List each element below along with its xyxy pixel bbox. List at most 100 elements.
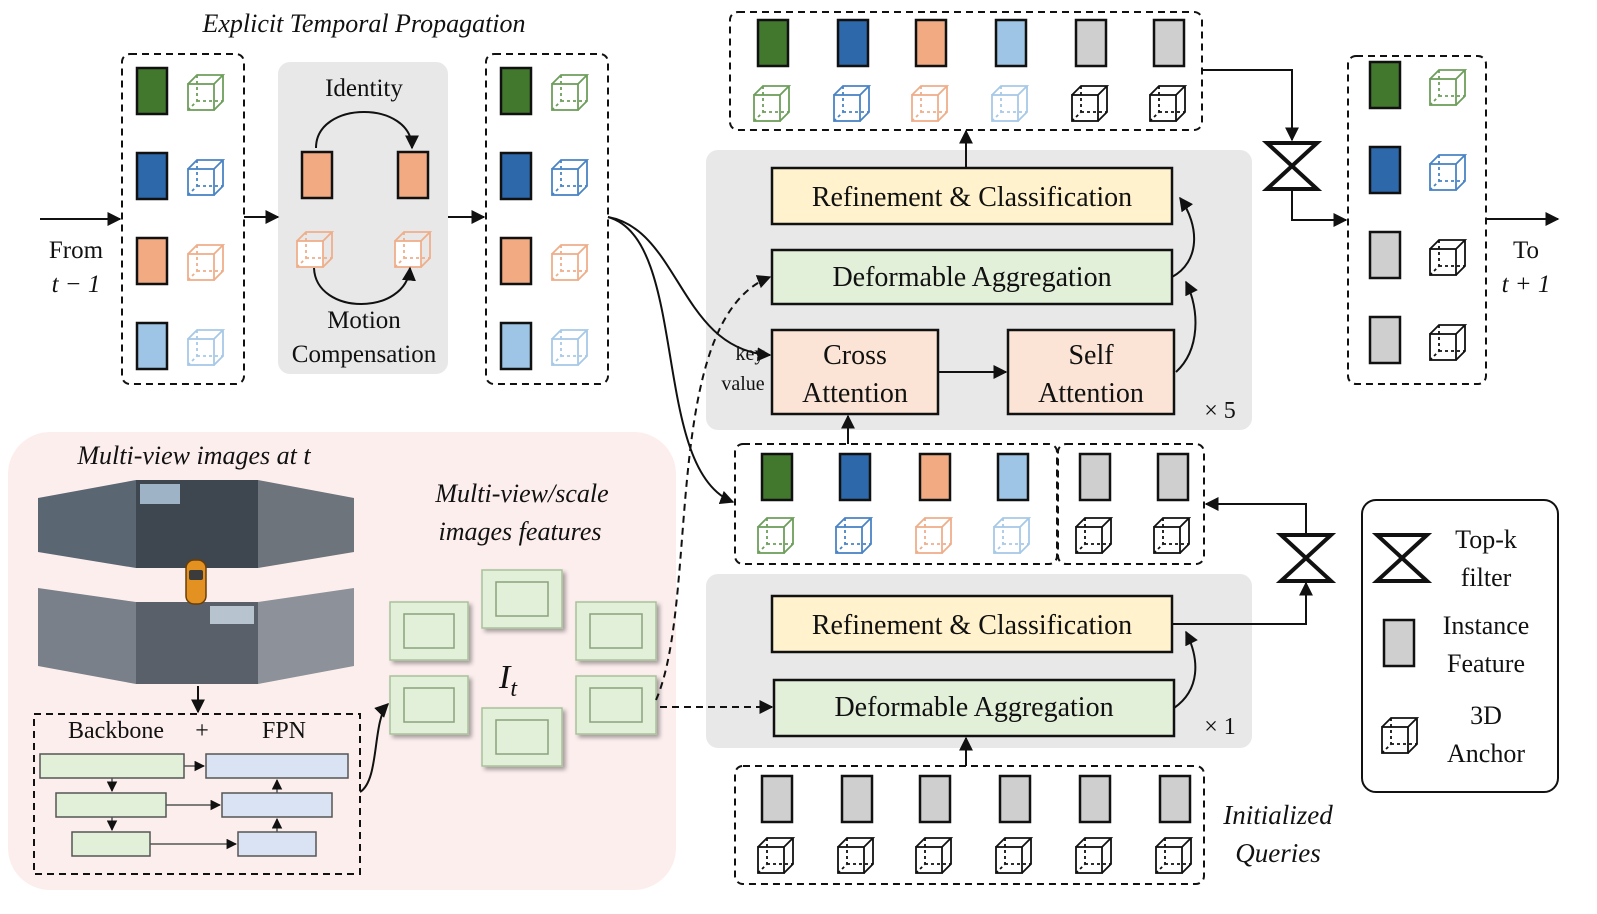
- mid-anchor-4: [1075, 517, 1114, 554]
- deform-block-bottom: [772, 678, 1176, 738]
- feature-map-left-bottom: [389, 675, 469, 735]
- anchor-blue-col0: [187, 159, 226, 196]
- feature-map-right-top: [575, 601, 657, 661]
- refine-label-top: Refinement & Classification: [812, 182, 1132, 213]
- backbone-layer-3: [71, 831, 151, 857]
- feature-map-bottom: [481, 707, 563, 767]
- arrow-deform-to-refine: [1171, 196, 1196, 278]
- instances-temporal-mid-box: [734, 443, 1058, 565]
- query-feature-2: [918, 774, 952, 824]
- output-anchor-1: [833, 85, 872, 122]
- camera-front-right: [258, 480, 354, 568]
- car-windshield-icon: [189, 570, 203, 580]
- x1-label: × 1: [1204, 714, 1236, 740]
- output-feature-3: [994, 18, 1028, 68]
- backbone-fpn-box: [33, 713, 361, 875]
- arrow-prop-to-mid: [607, 216, 735, 504]
- backbone-fpn-blocks: [39, 753, 349, 857]
- topk-filter-icon-bottom: [1275, 533, 1337, 583]
- feature-layer: [135, 18, 1416, 824]
- instance-feature-green-col1: [499, 66, 533, 116]
- instance-feature-orange-col0: [135, 236, 169, 286]
- feature-map-top: [481, 569, 563, 629]
- plus-label: +: [195, 718, 209, 744]
- query-feature-4: [1078, 774, 1112, 824]
- cross-attention-block: [770, 328, 940, 416]
- query-anchor-1: [837, 837, 876, 874]
- motion-arrow: [313, 266, 416, 305]
- next-anchor-0: [1429, 69, 1468, 106]
- fpn-label: FPN: [262, 718, 306, 744]
- mid-feature-3: [996, 452, 1030, 502]
- output-feature-1: [836, 18, 870, 68]
- query-anchor-3: [995, 837, 1034, 874]
- value-label: value: [721, 373, 764, 395]
- next-feature-2: [1368, 230, 1402, 280]
- anchor-orange-col0: [187, 244, 226, 281]
- topk-filter-bottom-path: [1172, 581, 1313, 625]
- deform-label-bottom: Deformable Aggregation: [834, 692, 1113, 723]
- anchor-orange-col1: [551, 244, 590, 281]
- mid-feature-2: [918, 452, 952, 502]
- from-label-line1: From: [49, 237, 104, 264]
- legend-instance-line1: Instance: [1443, 611, 1530, 640]
- instances-propagated-box: [485, 53, 609, 385]
- anchor-motion-a: [296, 231, 335, 268]
- anchor-blue-col1: [551, 159, 590, 196]
- next-anchor-2: [1429, 239, 1468, 276]
- mid-feature-0: [760, 452, 794, 502]
- query-feature-5: [1158, 774, 1192, 824]
- output-anchor-0: [753, 85, 792, 122]
- refine-block-top: [770, 166, 1174, 226]
- mid-anchor-1: [835, 517, 874, 554]
- self-attention-block: [1006, 328, 1176, 416]
- mid-anchor-0: [757, 517, 796, 554]
- camera-images: [38, 480, 354, 684]
- topk-filter-bottom-out: [1204, 497, 1307, 536]
- instance-feature-blue-col0: [135, 151, 169, 201]
- next-feature-0: [1368, 60, 1402, 110]
- sky-strip-left: [140, 484, 180, 504]
- feature-maps: [389, 569, 657, 767]
- mid-anchor-2: [915, 517, 954, 554]
- query-feature-0: [760, 774, 794, 824]
- output-feature-0: [756, 18, 790, 68]
- multiview-title: Multi-view images at t: [76, 441, 311, 470]
- instances-prev-box: [121, 53, 245, 385]
- legend-instance-line2: Feature: [1447, 649, 1525, 678]
- mid-feature-4: [1078, 452, 1112, 502]
- deform-label-top: Deformable Aggregation: [832, 262, 1111, 293]
- motion-label-line1: Motion: [327, 307, 401, 334]
- legend-topk-line2: filter: [1461, 563, 1512, 592]
- from-label-line2: t − 1: [52, 271, 101, 298]
- mid-feature-5: [1156, 452, 1190, 502]
- car-icon: [185, 559, 207, 605]
- refine-label-bottom: Refinement & Classification: [812, 610, 1132, 641]
- output-anchor-3: [991, 85, 1030, 122]
- legend-anchor-line2: Anchor: [1447, 739, 1525, 768]
- topk-filter-icon-top: [1261, 141, 1323, 191]
- queries-label-line1: Initialized: [1222, 800, 1333, 830]
- query-anchor-0: [757, 837, 796, 874]
- instance-feature-identity-b: [396, 150, 430, 200]
- instances-topk-mid-box: [1057, 443, 1205, 565]
- arrow-deform-to-refine-bottom: [1173, 630, 1198, 709]
- feature-map-right-bottom: [575, 675, 657, 735]
- output-anchor-5: [1149, 85, 1188, 122]
- next-anchor-1: [1429, 154, 1468, 191]
- self-label-line1: Self: [1068, 340, 1114, 371]
- legend-instance-swatch: [1382, 618, 1416, 668]
- hourglass-layer: [1261, 141, 1433, 583]
- topk-filter-top-path: [1202, 69, 1299, 142]
- backbone-layer-2: [55, 792, 167, 818]
- features-title-line1: Multi-view/scale: [434, 479, 608, 508]
- output-anchor-2: [911, 85, 950, 122]
- legend-topk-icon: [1371, 533, 1433, 583]
- arrow-features-to-deform-top: [655, 275, 772, 701]
- query-anchor-5: [1155, 837, 1194, 874]
- cross-label-line2: Attention: [802, 378, 908, 409]
- instance-feature-identity-a: [300, 150, 334, 200]
- output-anchor-4: [1071, 85, 1110, 122]
- sky-strip-right: [210, 606, 254, 624]
